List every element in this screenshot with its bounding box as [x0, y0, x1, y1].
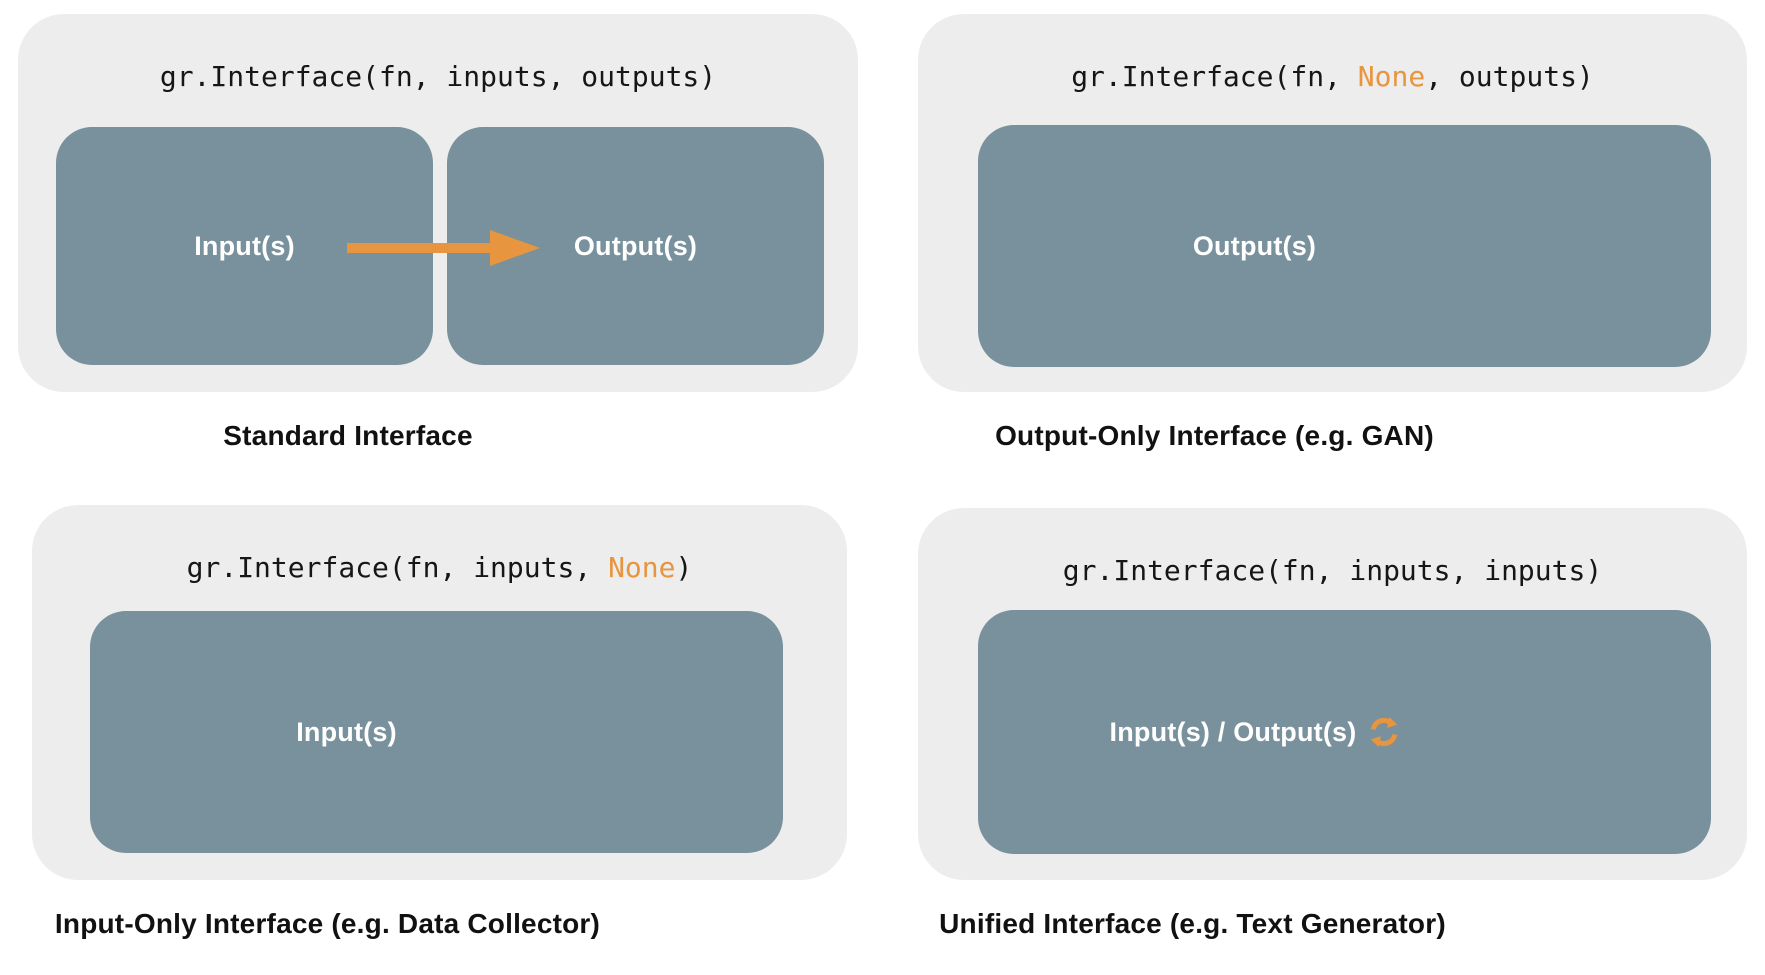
boxes-row: Input(s): [90, 611, 783, 853]
input-box: Input(s): [90, 611, 783, 853]
right-arrow-icon: [347, 230, 540, 266]
label-wrap: Input(s): [296, 717, 397, 748]
code-line: gr.Interface(fn, inputs, None): [32, 505, 847, 585]
output-box: Output(s): [447, 127, 824, 365]
code-text: gr.Interface(fn,: [1071, 60, 1358, 93]
panel-card: gr.Interface(fn, None, outputs) Output(s…: [918, 14, 1747, 392]
boxes-row: Input(s) / Output(s): [978, 610, 1711, 854]
code-line: gr.Interface(fn, inputs, inputs): [918, 508, 1747, 588]
panel-card: gr.Interface(fn, inputs, inputs) Input(s…: [918, 508, 1747, 880]
panel-unified-interface: gr.Interface(fn, inputs, inputs) Input(s…: [918, 508, 1747, 940]
input-output-box: Input(s) / Output(s): [978, 610, 1711, 854]
panel-input-only-interface: gr.Interface(fn, inputs, None) Input(s) …: [32, 505, 847, 940]
code-text: gr.Interface(fn, inputs,: [186, 551, 609, 584]
code-text: , outputs): [1425, 60, 1594, 93]
code-text: gr.Interface(fn, inputs, outputs): [159, 60, 717, 93]
output-box: Output(s): [978, 125, 1711, 367]
panel-caption: Input-Only Interface (e.g. Data Collecto…: [54, 908, 601, 939]
panel-caption: Output-Only Interface (e.g. GAN): [995, 420, 1434, 451]
code-line: gr.Interface(fn, None, outputs): [918, 14, 1747, 94]
code-none-token: None: [1357, 60, 1426, 93]
panel-caption: Unified Interface (e.g. Text Generator): [939, 908, 1446, 939]
label-wrap: Input(s) / Output(s): [1110, 717, 1400, 748]
boxes-row: Output(s): [978, 125, 1711, 367]
input-box-label: Input(s): [296, 716, 397, 747]
boxes-row: Input(s) Output(s): [56, 127, 824, 365]
code-text: gr.Interface(fn, inputs, inputs): [1062, 554, 1603, 587]
input-box-label: Input(s): [194, 230, 295, 261]
sync-icon: [1371, 717, 1398, 747]
panel-caption: Standard Interface: [223, 420, 473, 451]
panel-card: gr.Interface(fn, inputs, outputs) Input(…: [18, 14, 858, 392]
code-none-token: None: [608, 551, 676, 584]
panel-standard-interface: gr.Interface(fn, inputs, outputs) Input(…: [18, 14, 858, 452]
panel-output-only-interface: gr.Interface(fn, None, outputs) Output(s…: [918, 14, 1747, 452]
label-wrap: Output(s): [1193, 231, 1316, 262]
code-text: ): [675, 551, 693, 584]
output-box-label: Output(s): [573, 230, 698, 261]
input-output-box-label: Input(s) / Output(s): [1109, 716, 1357, 747]
output-box-label: Output(s): [1192, 230, 1317, 261]
code-line: gr.Interface(fn, inputs, outputs): [18, 14, 858, 94]
panel-card: gr.Interface(fn, inputs, None) Input(s): [32, 505, 847, 880]
